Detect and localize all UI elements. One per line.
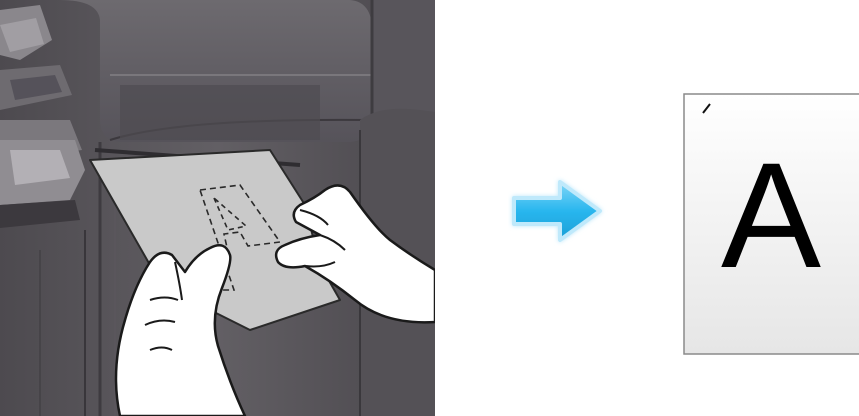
output-letter: A — [683, 140, 859, 290]
arrow-right-icon — [508, 176, 608, 246]
finisher-scene — [0, 0, 435, 416]
